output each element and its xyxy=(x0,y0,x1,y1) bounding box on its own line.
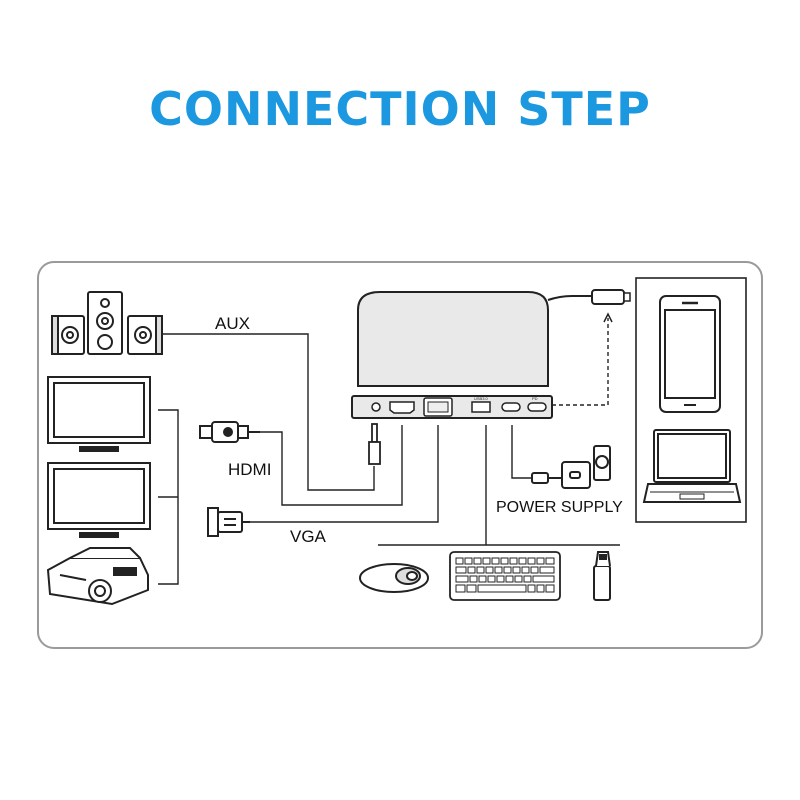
monitor-icon xyxy=(47,462,151,538)
keyboard-icon xyxy=(449,551,561,601)
vga-label: VGA xyxy=(290,527,327,546)
phone-icon xyxy=(659,295,721,413)
aux-label: AUX xyxy=(215,314,250,333)
hub-usb-label: USB3.0 xyxy=(474,396,489,401)
hdmi-label: HDMI xyxy=(228,460,271,479)
aux-cable xyxy=(162,333,375,491)
power-adapter-icon xyxy=(531,461,591,489)
speakers-icon xyxy=(51,291,163,355)
page-title: CONNECTION STEP xyxy=(149,82,651,136)
hub-host-dashed-link xyxy=(552,318,609,406)
diagram-panel xyxy=(37,261,763,649)
hdmi-connector-icon xyxy=(199,421,260,443)
laptop-icon xyxy=(642,429,742,503)
aux-jack-icon xyxy=(368,423,381,465)
usb-drive-icon xyxy=(593,551,611,601)
power-cable xyxy=(511,425,532,479)
usb-c-hub-icon: USB3.0 PD xyxy=(351,289,631,419)
hdmi-cable xyxy=(252,425,403,506)
vga-connector-icon xyxy=(207,507,250,537)
hub-pd-label: PD xyxy=(532,396,538,401)
wall-outlet-icon xyxy=(593,445,611,481)
mouse-icon xyxy=(359,563,429,593)
monitor-icon xyxy=(47,376,151,452)
projector-icon xyxy=(46,547,149,606)
power-supply-label: POWER SUPPLY xyxy=(496,499,623,516)
vga-cable xyxy=(246,425,439,523)
